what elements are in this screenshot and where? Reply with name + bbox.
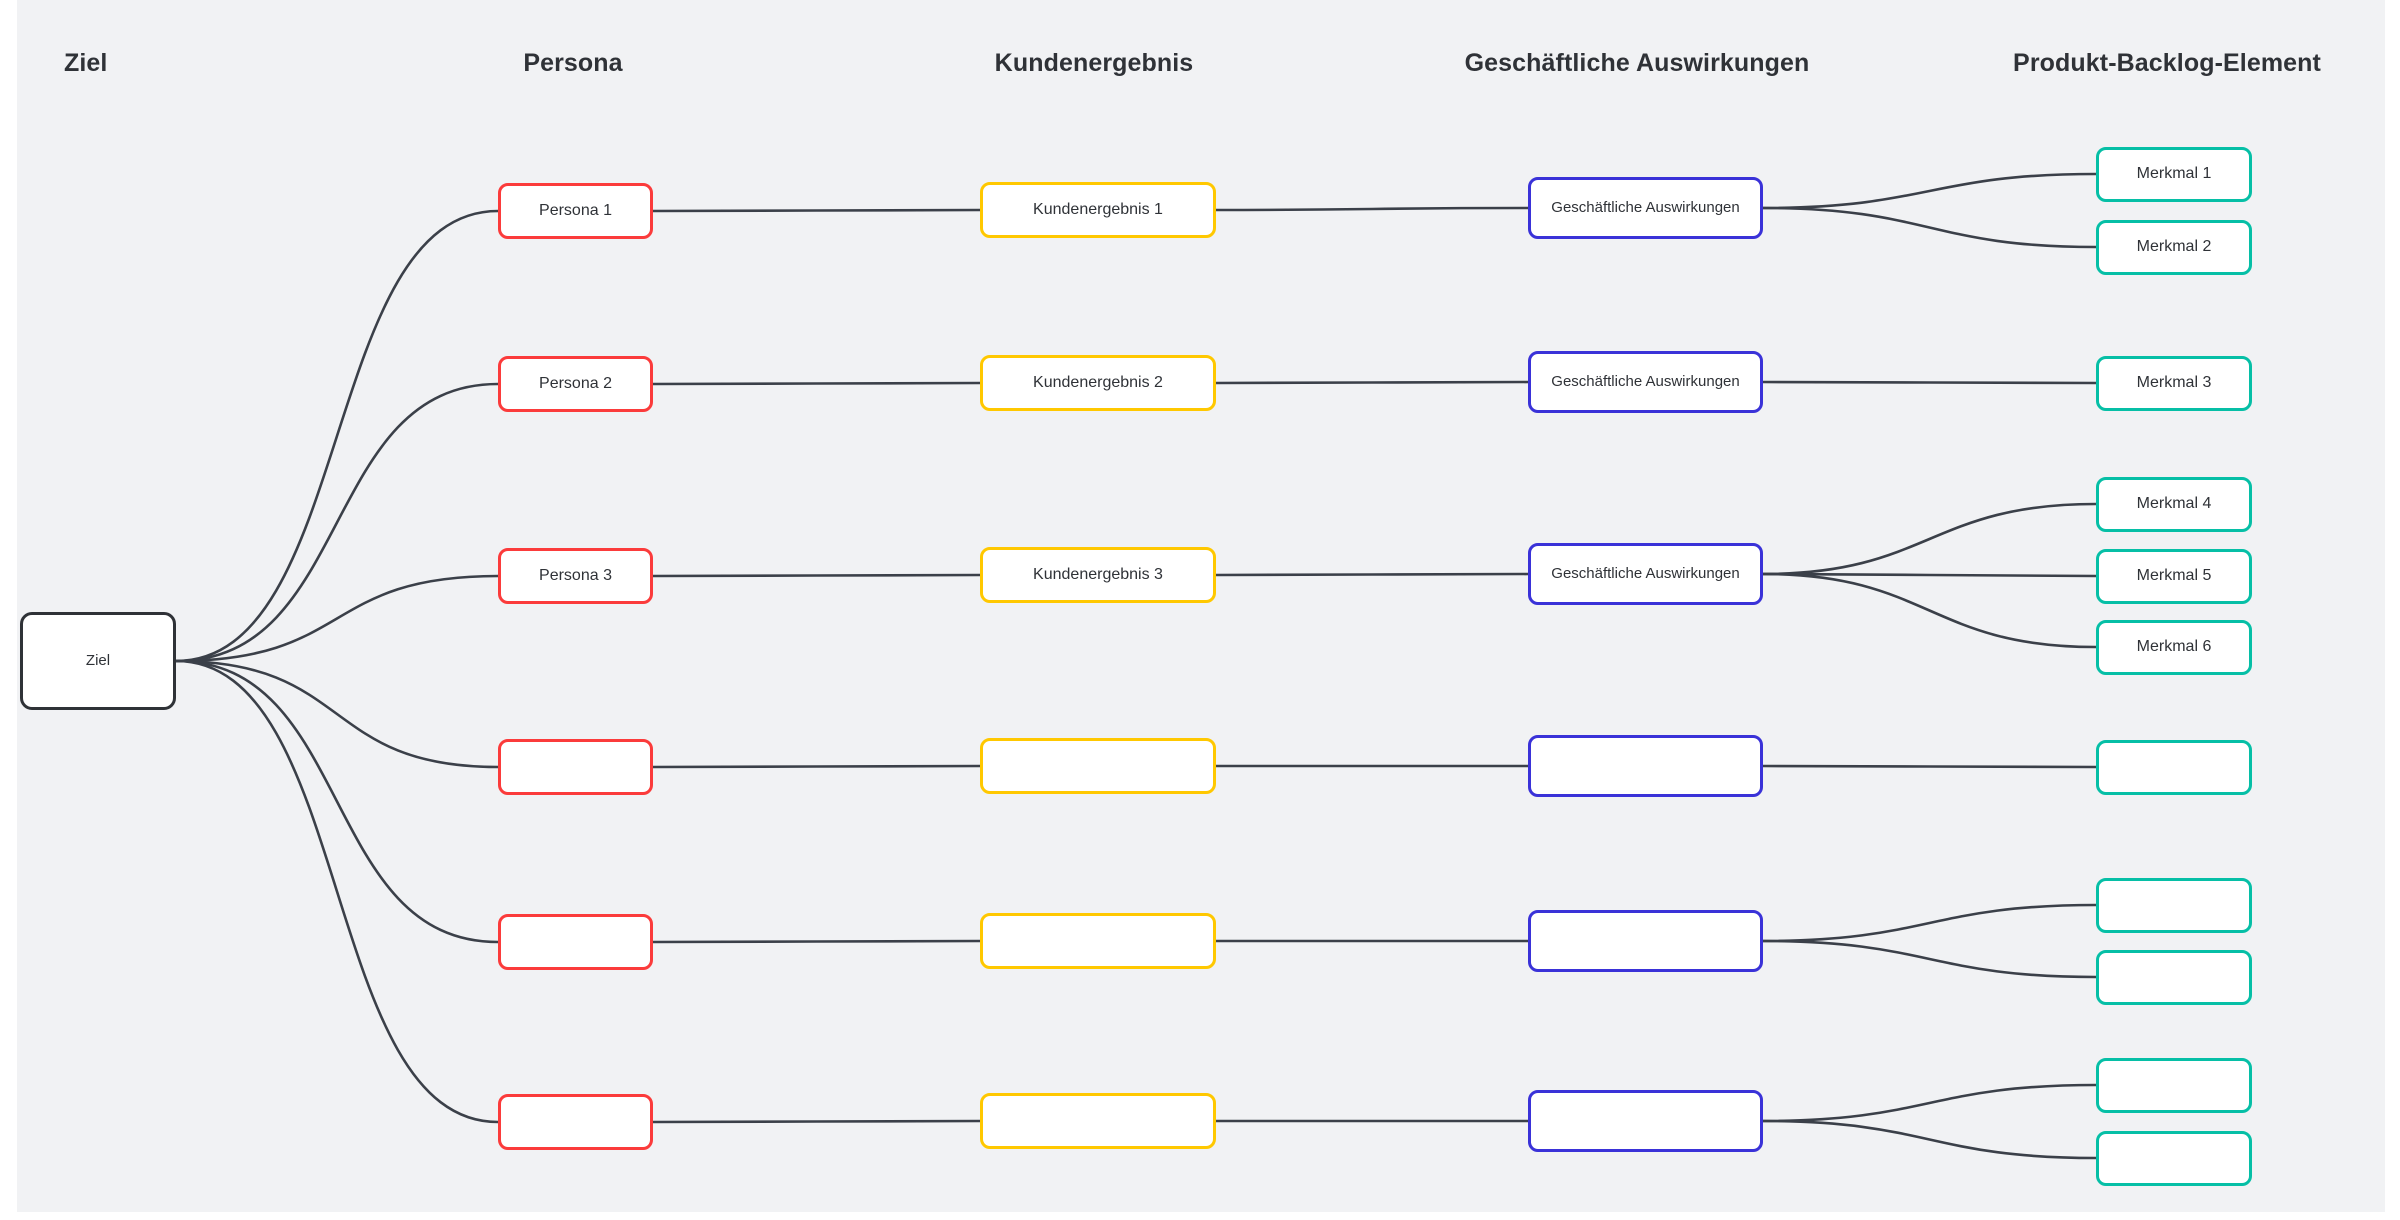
node-feature-3-3[interactable]: Merkmal 6	[2096, 619, 2252, 675]
node-goal-root[interactable]: Ziel	[20, 612, 176, 710]
node-feature-3-1-label: Merkmal 4	[2136, 495, 2212, 513]
column-header-impact: Geschäftliche Auswirkungen	[1464, 49, 1810, 77]
node-persona-5[interactable]	[498, 914, 653, 970]
node-business-impact-4[interactable]	[1528, 735, 1763, 797]
node-persona-2-label: Persona 2	[539, 375, 612, 393]
node-feature-5-2[interactable]	[2096, 949, 2252, 1005]
node-customer-outcome-4[interactable]	[980, 738, 1216, 794]
node-persona-4[interactable]	[498, 739, 653, 795]
node-persona-1[interactable]: Persona 1	[498, 183, 653, 239]
node-customer-outcome-6[interactable]	[980, 1093, 1216, 1149]
node-business-impact-2[interactable]: Geschäftliche Auswirkungen	[1528, 351, 1763, 413]
node-feature-6-1[interactable]	[2096, 1057, 2252, 1113]
node-persona-3-label: Persona 3	[539, 567, 612, 585]
node-customer-outcome-3[interactable]: Kundenergebnis 3	[980, 547, 1216, 603]
node-feature-2-1[interactable]: Merkmal 3	[2096, 355, 2252, 411]
node-goal-root-label: Ziel	[85, 651, 111, 669]
node-persona-2[interactable]: Persona 2	[498, 356, 653, 412]
column-header-persona: Persona	[523, 49, 623, 77]
node-persona-3[interactable]: Persona 3	[498, 548, 653, 604]
node-customer-outcome-5[interactable]	[980, 913, 1216, 969]
node-customer-outcome-2-label: Kundenergebnis 2	[1033, 374, 1163, 392]
node-customer-outcome-3-label: Kundenergebnis 3	[1033, 566, 1163, 584]
node-business-impact-3-label: Geschäftliche Auswirkungen	[1551, 564, 1740, 582]
node-feature-2-1-label: Merkmal 3	[2136, 374, 2212, 392]
node-customer-outcome-1[interactable]: Kundenergebnis 1	[980, 182, 1216, 238]
node-feature-6-2[interactable]	[2096, 1130, 2252, 1186]
node-feature-1-2-label: Merkmal 2	[2136, 238, 2212, 256]
node-feature-3-3-label: Merkmal 6	[2136, 638, 2212, 656]
column-header-feature: Produkt-Backlog-Element	[2013, 49, 2321, 77]
node-feature-3-1[interactable]: Merkmal 4	[2096, 476, 2252, 532]
node-business-impact-5[interactable]	[1528, 910, 1763, 972]
node-feature-4-1[interactable]	[2096, 739, 2252, 795]
node-customer-outcome-1-label: Kundenergebnis 1	[1033, 201, 1163, 219]
node-customer-outcome-2[interactable]: Kundenergebnis 2	[980, 355, 1216, 411]
node-business-impact-2-label: Geschäftliche Auswirkungen	[1551, 372, 1740, 390]
node-persona-1-label: Persona 1	[539, 202, 612, 220]
node-feature-1-1[interactable]: Merkmal 1	[2096, 146, 2252, 202]
column-header-goal: Ziel	[64, 49, 108, 77]
node-feature-3-2[interactable]: Merkmal 5	[2096, 548, 2252, 604]
node-feature-3-2-label: Merkmal 5	[2136, 567, 2212, 585]
node-feature-1-1-label: Merkmal 1	[2136, 165, 2212, 183]
node-business-impact-3[interactable]: Geschäftliche Auswirkungen	[1528, 543, 1763, 605]
node-feature-5-1[interactable]	[2096, 877, 2252, 933]
node-persona-6[interactable]	[498, 1094, 653, 1150]
node-business-impact-6[interactable]	[1528, 1090, 1763, 1152]
column-header-outcome: Kundenergebnis	[994, 49, 1194, 77]
node-feature-1-2[interactable]: Merkmal 2	[2096, 219, 2252, 275]
node-business-impact-1-label: Geschäftliche Auswirkungen	[1551, 198, 1740, 216]
node-business-impact-1[interactable]: Geschäftliche Auswirkungen	[1528, 177, 1763, 239]
